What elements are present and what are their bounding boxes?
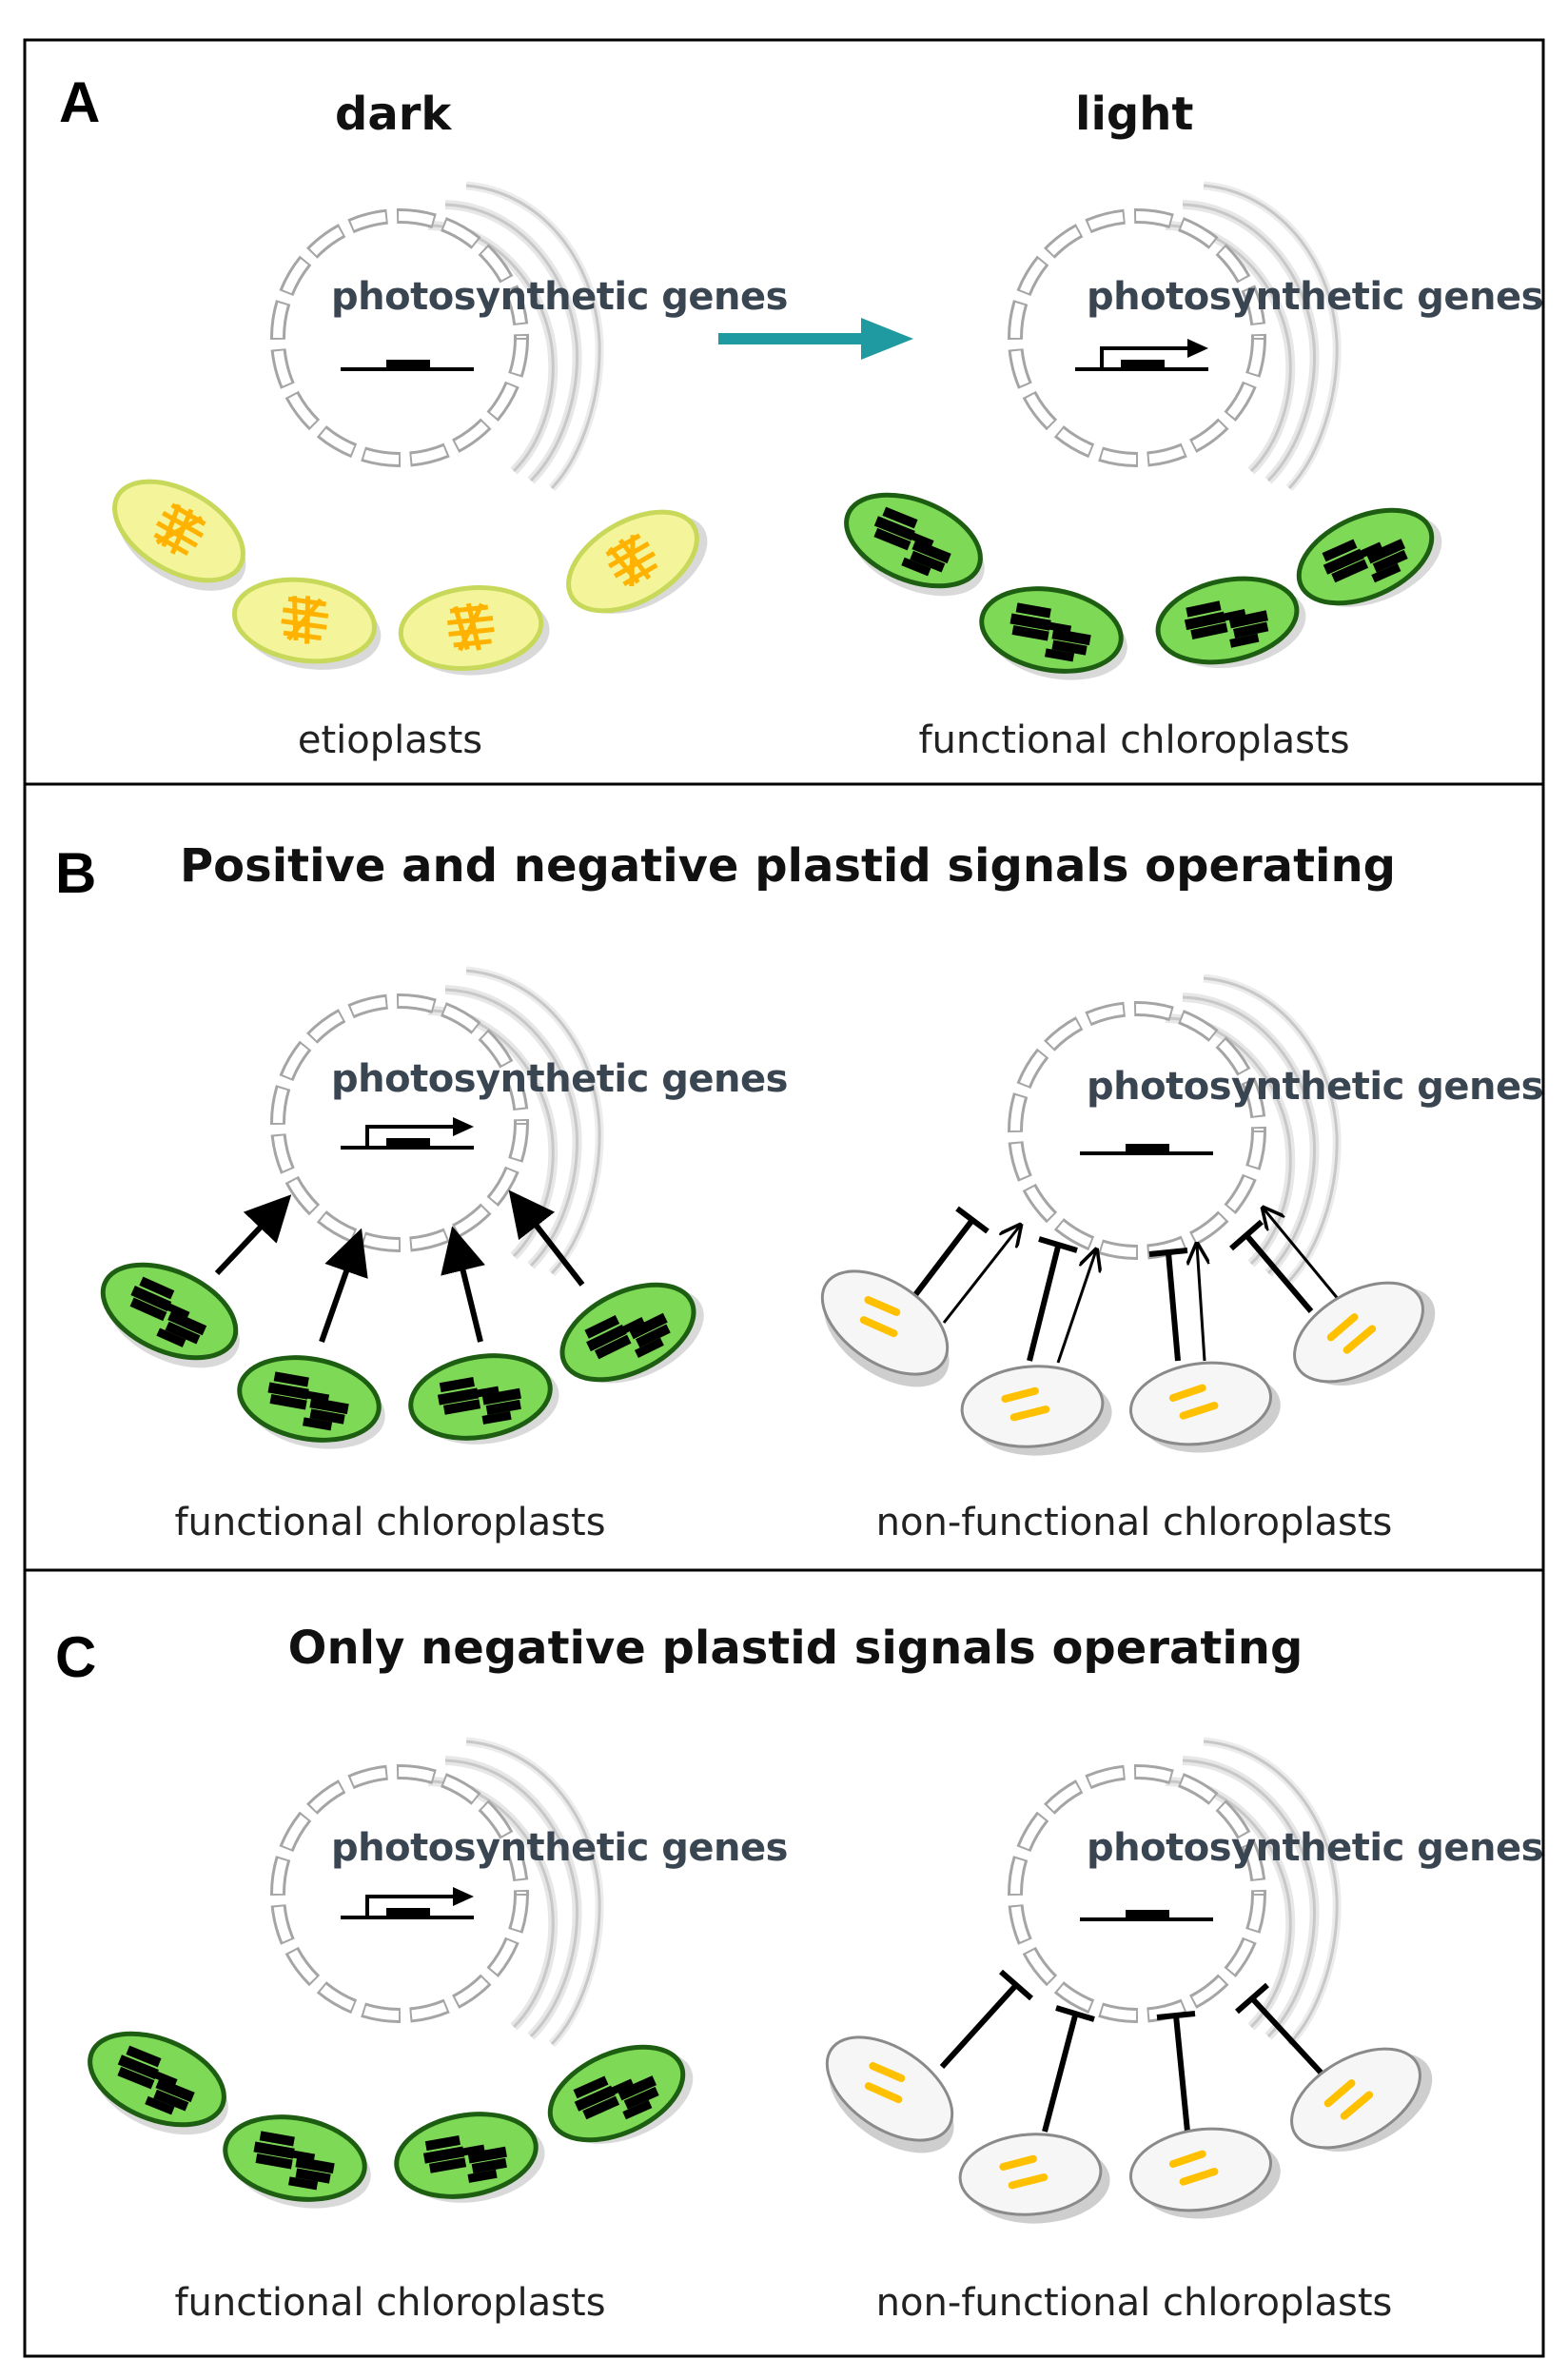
- panel-c-frame: [23, 1568, 1545, 2358]
- chloroplast-row-b: [86, 1247, 719, 1460]
- panel-c-inhibitory-signals: [939, 1969, 1327, 2133]
- panel-c-left-nucleus: [278, 1741, 599, 2044]
- etioplast-row: [94, 462, 724, 683]
- panel-b-mixed-signal-arrows: [906, 1209, 1345, 1364]
- pale-plastid-row-b: [799, 1250, 1452, 1463]
- panel-c-right-nucleus: [1015, 1741, 1337, 2044]
- chloroplast-row-c: [74, 2015, 708, 2218]
- pale-plastid-row-c: [804, 2016, 1449, 2229]
- panel-a-frame: [23, 38, 1545, 786]
- panel-b-positive-signal-arrows: [214, 1190, 585, 1343]
- panel-b-right-nucleus: [1015, 978, 1337, 1281]
- panel-a-dark-nucleus: [278, 186, 599, 488]
- chloroplast-row-a: [831, 477, 1457, 690]
- dark-to-light-arrow: [718, 318, 913, 360]
- panel-a-light-nucleus: [1015, 186, 1337, 488]
- panel-b-left-nucleus: [278, 971, 599, 1273]
